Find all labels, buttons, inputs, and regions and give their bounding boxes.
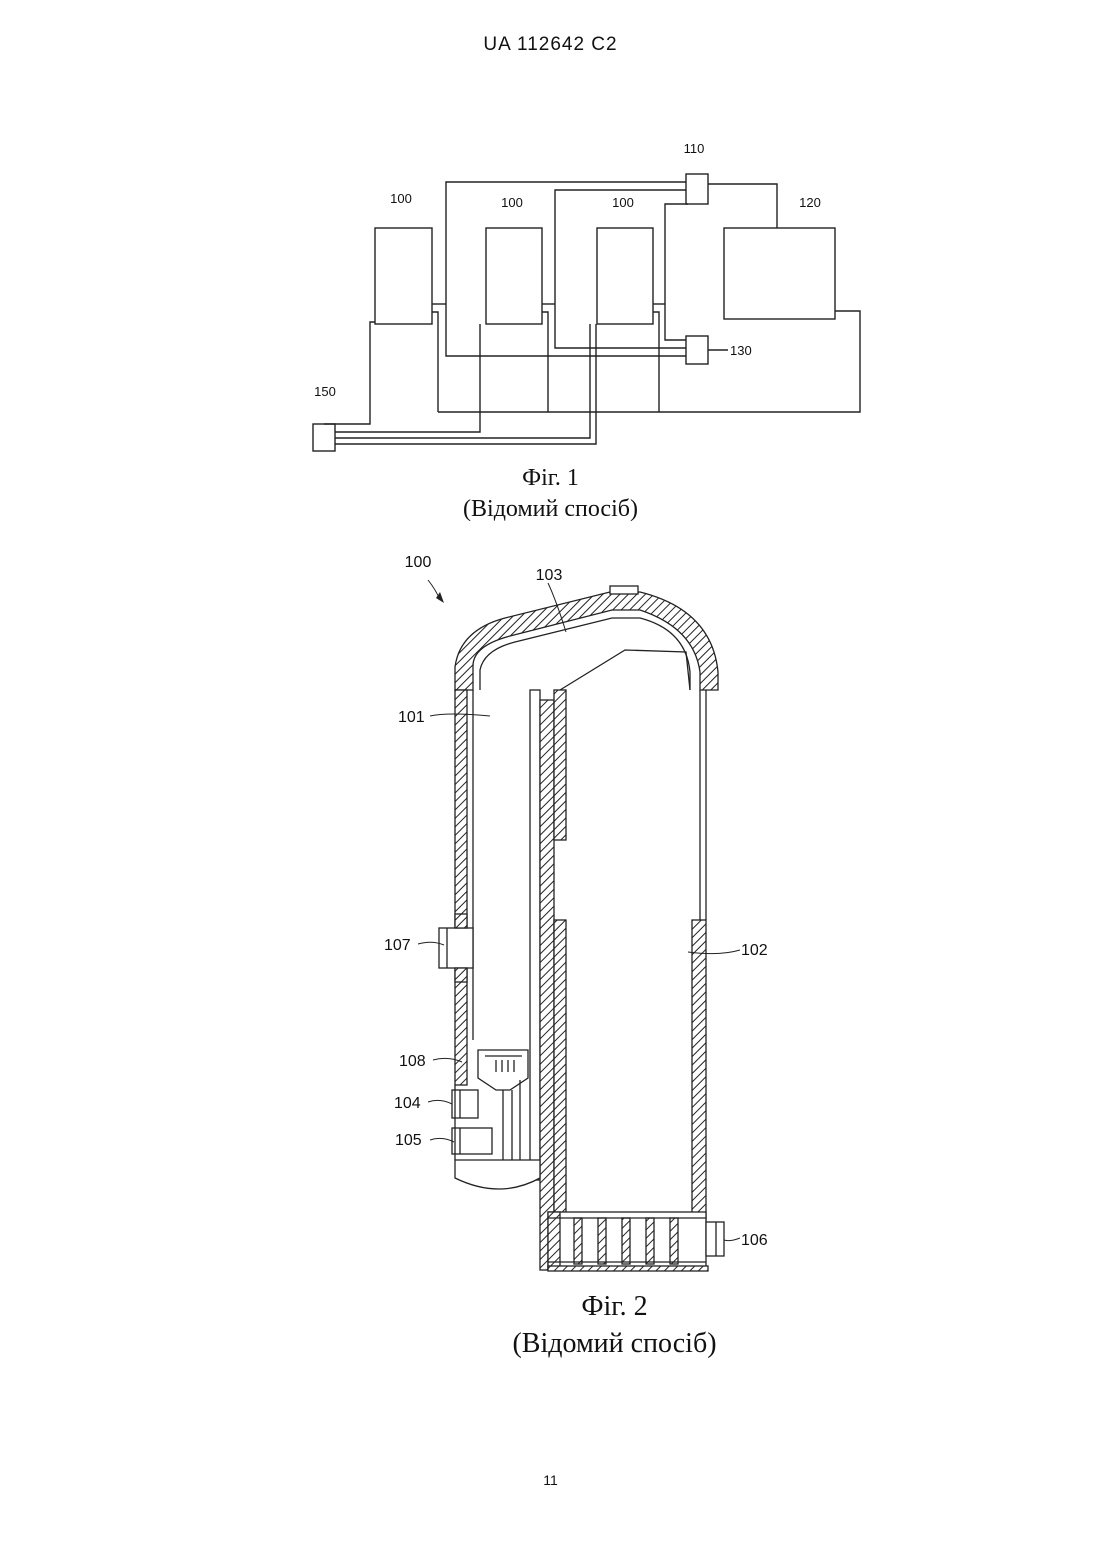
line-150-to-r1 <box>324 322 375 424</box>
leader-104 <box>428 1100 452 1104</box>
nozzle-107-hub-bottom <box>455 968 467 982</box>
unit-130-block <box>686 336 708 364</box>
label-unit-130: 130 <box>730 343 752 358</box>
dome-nozzle <box>610 586 638 594</box>
collector-a <box>446 316 686 356</box>
label-unit-120: 120 <box>799 195 821 210</box>
top-line-a <box>446 182 686 316</box>
label-reactor-2: 100 <box>501 195 523 210</box>
unit-120-block <box>724 228 835 319</box>
base-plate <box>548 1266 708 1271</box>
label-reactor-1: 100 <box>390 191 412 206</box>
line-150-to-r2 <box>335 324 480 432</box>
nozzle-104 <box>452 1090 478 1118</box>
collector-b <box>555 316 686 348</box>
label-unit-150: 150 <box>314 384 336 399</box>
collector-c <box>665 316 686 340</box>
label-assembly-100: 100 <box>405 554 432 571</box>
nozzle-107 <box>439 928 473 968</box>
label-part-108: 108 <box>399 1053 426 1070</box>
reactor-block-3 <box>597 228 653 324</box>
label-part-105: 105 <box>395 1132 422 1149</box>
label-part-104: 104 <box>394 1095 421 1112</box>
figure-1-note: (Відомий спосіб) <box>0 494 1101 525</box>
r1-down <box>432 312 438 412</box>
nozzle-105 <box>452 1128 492 1154</box>
top-line-c <box>665 204 688 316</box>
nozzle-106 <box>706 1222 724 1256</box>
label-part-101: 101 <box>398 709 425 726</box>
divider-top-hatch <box>554 690 566 840</box>
label-part-107: 107 <box>384 937 411 954</box>
page-number: 11 <box>0 1472 1101 1488</box>
figure-1-title: Фіг. 1 <box>0 463 1101 494</box>
unit-150-block <box>313 424 335 451</box>
label-part-103: 103 <box>536 567 563 584</box>
figure-1-caption: Фіг. 1 (Відомий спосіб) <box>0 463 1101 525</box>
left-tube-outer-wall <box>455 690 467 1085</box>
label-part-106: 106 <box>741 1232 768 1249</box>
figure-2-caption: Фіг. 2 (Відомий спосіб) <box>64 1288 1101 1362</box>
divider-outer-line <box>530 690 540 1180</box>
nozzle-107-hub-top <box>455 914 467 928</box>
figure-2-section <box>439 586 724 1271</box>
return-loop <box>438 311 860 412</box>
line-150-to-r3a <box>335 324 590 438</box>
r2-down <box>542 312 548 412</box>
unit-110-block <box>686 174 708 204</box>
label-unit-110: 110 <box>684 141 705 156</box>
divider-hatched-wall <box>540 700 554 1270</box>
flow-guide <box>560 650 690 690</box>
figure-2-title: Фіг. 2 <box>64 1288 1101 1325</box>
reactor-block-1 <box>375 228 432 324</box>
leader-106 <box>724 1238 740 1241</box>
figure-1-schematic <box>313 174 860 451</box>
leader-105 <box>430 1138 454 1142</box>
label-reactor-3: 100 <box>612 195 634 210</box>
bottom-head <box>455 1160 540 1189</box>
line-110-to-120 <box>708 184 777 228</box>
r3-down <box>653 312 659 412</box>
label-part-102: 102 <box>741 942 768 959</box>
line-150-to-r3b <box>335 324 596 444</box>
figure-2-note: (Відомий спосіб) <box>64 1325 1101 1362</box>
right-wall-hatched <box>692 920 706 1220</box>
reactor-block-2 <box>486 228 542 324</box>
